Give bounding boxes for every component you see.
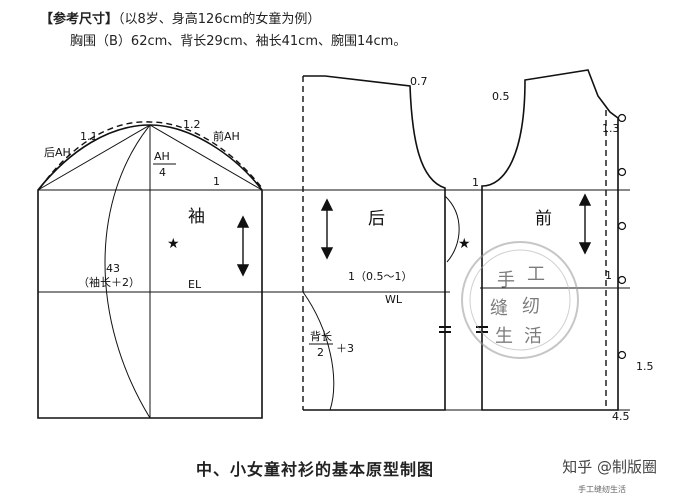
outlines	[37, 69, 619, 419]
stamp-char-6: 活	[524, 326, 542, 347]
back-armhole-curve	[444, 195, 460, 263]
waist-line-label: WL	[385, 293, 403, 306]
buttons	[617, 113, 627, 360]
sewing-stamp: 手 工 缝 纫 生 活	[461, 241, 579, 359]
reference-size-measurements: 胸围（B）62cm、背长29cm、袖长41cm、腕围14cm。	[70, 34, 407, 49]
back-length-denominator: 2	[317, 346, 324, 359]
figure-caption: 中、小女童衬衫的基本原型制图	[196, 460, 435, 479]
button-mark-5	[617, 350, 627, 360]
reference-size-title: 【参考尺寸】	[40, 12, 119, 27]
grain-arrows	[236, 193, 592, 277]
front-dim-1: 1	[605, 269, 612, 282]
back-adjust-label: 1（0.5～1）	[348, 270, 413, 283]
sleeve-dim-1-2: 1.2	[183, 118, 201, 131]
sleeve-label: 袖	[188, 207, 205, 227]
sleeve-dim-1-1: 1.1	[80, 130, 98, 143]
back-bodice-outline	[303, 75, 446, 411]
front-bodice-outline	[481, 69, 619, 411]
cap-height-numerator: AH	[154, 150, 170, 163]
sleeve-star-icon: ★	[167, 236, 180, 252]
stamp-char-3: 缝	[490, 298, 508, 319]
front-dim-4-5: 4.5	[612, 410, 630, 423]
back-dim-1: 1	[472, 176, 479, 189]
button-mark-4	[617, 275, 627, 285]
back-dim-0-7: 0.7	[410, 75, 428, 88]
construction-lines	[37, 124, 630, 419]
back-ah-label: 后AH	[44, 146, 71, 159]
reference-size-subject: （以8岁、身高126cm的女童为例）	[118, 12, 321, 27]
elbow-line-label: EL	[188, 278, 202, 291]
sleeve-front-slope	[149, 124, 263, 191]
back-star-icon: ★	[458, 236, 471, 252]
star-marks: ★ ★	[167, 236, 471, 252]
button-mark-1	[617, 113, 627, 123]
front-label: 前	[535, 209, 552, 229]
sleeve-length-value: 43	[106, 262, 120, 275]
back-label: 后	[368, 209, 385, 229]
back-waist-curve	[302, 291, 335, 411]
watermark: 知乎 @制版圈	[562, 458, 657, 476]
back-length-numerator: 背长	[310, 329, 332, 343]
stamp-char-2: 工	[527, 264, 545, 285]
stamp-char-1: 手	[497, 270, 515, 291]
dashed-lines	[39, 76, 607, 410]
reference-size-line: 【参考尺寸】（以8岁、身高126cm的女童为例）	[40, 8, 320, 27]
front-dim-0-5: 0.5	[492, 90, 510, 103]
sleeve-cap-dashed	[39, 121, 263, 189]
sleeve-length-arc	[104, 124, 151, 419]
front-dim-1-3: 1.3	[602, 122, 620, 135]
front-ah-label: 前AH	[213, 129, 240, 143]
front-dim-1-5: 1.5	[636, 360, 654, 373]
cap-height-denominator: 4	[159, 166, 166, 179]
button-mark-3	[617, 221, 627, 231]
button-mark-2	[617, 167, 627, 177]
sleeve-outline	[37, 124, 263, 419]
back-length-plus: ＋3	[336, 342, 354, 355]
sleeve-back-slope	[37, 124, 151, 191]
sleeve-length-formula: （袖长＋2）	[78, 275, 140, 289]
stamp-char-4: 纫	[522, 296, 540, 317]
watermark-small: 手工缝纫生活	[578, 485, 626, 494]
sleeve-dim-1: 1	[213, 175, 220, 188]
stamp-char-5: 生	[495, 326, 513, 347]
